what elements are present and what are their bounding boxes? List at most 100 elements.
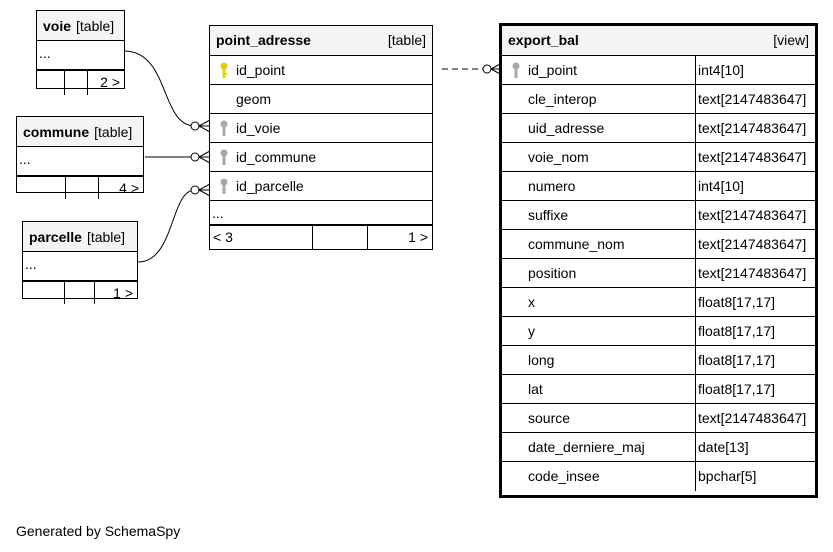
column-row[interactable]: geom xyxy=(210,85,432,114)
table-name: parcelle xyxy=(29,228,82,245)
column-divider xyxy=(695,433,696,461)
ellipsis: ... xyxy=(212,205,224,221)
nav-cell-left xyxy=(23,282,65,304)
nav-cell-left xyxy=(37,71,65,95)
column-type: float8[17,17] xyxy=(698,381,776,397)
column-name: id_point xyxy=(528,62,578,78)
edge-parcelle-id-parcelle xyxy=(137,189,196,263)
table-kind: [table] xyxy=(76,17,115,34)
table-header: point_adresse [table] xyxy=(210,26,432,56)
column-name: id_parcelle xyxy=(236,178,304,194)
column-type: text[2147483647] xyxy=(698,120,807,136)
table-voie[interactable]: voie [table] ... 2 > xyxy=(36,10,125,95)
column-divider xyxy=(695,462,696,491)
column-type: bpchar[5] xyxy=(698,468,757,484)
nav-row: 4 > xyxy=(17,176,143,199)
edge-end-id-parcelle xyxy=(190,185,200,195)
column-divider xyxy=(695,230,696,258)
column-name: code_insee xyxy=(528,468,600,484)
table-name: commune xyxy=(23,123,90,140)
column-row[interactable]: id_voie xyxy=(210,114,432,143)
column-row[interactable]: voie_nom text[2147483647] xyxy=(502,143,815,172)
column-divider xyxy=(695,375,696,403)
nav-cell-right[interactable]: 4 > xyxy=(119,180,139,196)
table-header: parcelle [table] xyxy=(23,222,137,252)
column-row[interactable]: long float8[17,17] xyxy=(502,346,815,375)
column-type: text[2147483647] xyxy=(698,149,807,165)
column-row[interactable]: id_point xyxy=(210,56,432,85)
column-type: float8[17,17] xyxy=(698,294,776,310)
column-name: date_derniere_maj xyxy=(528,439,645,455)
column-row[interactable]: cle_interop text[2147483647] xyxy=(502,85,815,114)
column-type: float8[17,17] xyxy=(698,352,776,368)
table-name: voie xyxy=(43,17,72,34)
nav-cell-right[interactable]: 1 > xyxy=(113,285,133,301)
table-kind: [table] xyxy=(387,32,426,48)
nav-cell-right[interactable]: 1 > xyxy=(408,229,428,245)
nav-cell-mid xyxy=(65,71,88,95)
table-commune[interactable]: commune [table] ... 4 > xyxy=(16,116,144,199)
column-type: text[2147483647] xyxy=(698,236,807,252)
footer-text: Generated by SchemaSpy xyxy=(16,523,181,539)
column-type: text[2147483647] xyxy=(698,91,807,107)
table-header: commune [table] xyxy=(17,117,143,147)
column-name: commune_nom xyxy=(528,236,625,252)
nav-cell-left[interactable]: < 3 xyxy=(210,226,313,250)
crowfoot-id-parcelle xyxy=(198,183,211,197)
nav-row: < 3 1 > xyxy=(210,225,432,250)
column-row[interactable]: y float8[17,17] xyxy=(502,317,815,346)
crowfoot-id-voie xyxy=(198,119,211,133)
ellipsis: ... xyxy=(19,151,31,167)
column-type: float8[17,17] xyxy=(698,323,776,339)
column-row[interactable]: code_insee bpchar[5] xyxy=(502,462,815,491)
column-name: cle_interop xyxy=(528,91,597,107)
table-name: point_adresse xyxy=(216,32,311,48)
nav-row: 2 > xyxy=(37,70,124,95)
column-divider xyxy=(695,201,696,229)
nav-cell-left xyxy=(17,177,66,199)
nav-cell-mid xyxy=(65,282,95,304)
edge-end-id-commune xyxy=(190,152,200,162)
table-kind: [table] xyxy=(94,123,133,140)
column-divider xyxy=(695,288,696,316)
ellipsis-row: ... xyxy=(37,41,124,70)
column-row[interactable]: id_commune xyxy=(210,143,432,172)
column-divider xyxy=(695,172,696,200)
column-name: uid_adresse xyxy=(528,120,605,136)
column-name: y xyxy=(528,323,535,339)
column-name: lat xyxy=(528,381,543,397)
column-name: geom xyxy=(236,91,272,107)
column-name: long xyxy=(528,352,555,368)
column-divider xyxy=(695,404,696,432)
column-row[interactable]: uid_adresse text[2147483647] xyxy=(502,114,815,143)
column-row[interactable]: id_parcelle xyxy=(210,172,432,201)
column-row[interactable]: commune_nom text[2147483647] xyxy=(502,230,815,259)
table-header: voie [table] xyxy=(37,11,124,41)
column-name: id_point xyxy=(236,62,286,78)
column-row[interactable]: x float8[17,17] xyxy=(502,288,815,317)
foreign-key-icon xyxy=(220,120,228,136)
column-divider xyxy=(695,56,696,84)
foreign-key-icon xyxy=(220,149,228,165)
table-parcelle[interactable]: parcelle [table] ... 1 > xyxy=(22,221,138,304)
column-type: text[2147483647] xyxy=(698,207,807,223)
ellipsis: ... xyxy=(39,45,51,61)
column-name: voie_nom xyxy=(528,149,589,165)
foreign-key-icon xyxy=(220,178,228,194)
crowfoot-id-commune xyxy=(198,150,211,164)
column-name: position xyxy=(528,265,577,281)
table-kind: [view] xyxy=(773,32,809,48)
column-name: x xyxy=(528,294,535,310)
column-row[interactable]: lat float8[17,17] xyxy=(502,375,815,404)
primary-key-icon xyxy=(220,62,228,78)
nav-cell-right[interactable]: 2 > xyxy=(100,74,120,90)
column-divider xyxy=(695,114,696,142)
table-point-adresse[interactable]: point_adresse [table] id_point geom id_v… xyxy=(209,25,433,250)
